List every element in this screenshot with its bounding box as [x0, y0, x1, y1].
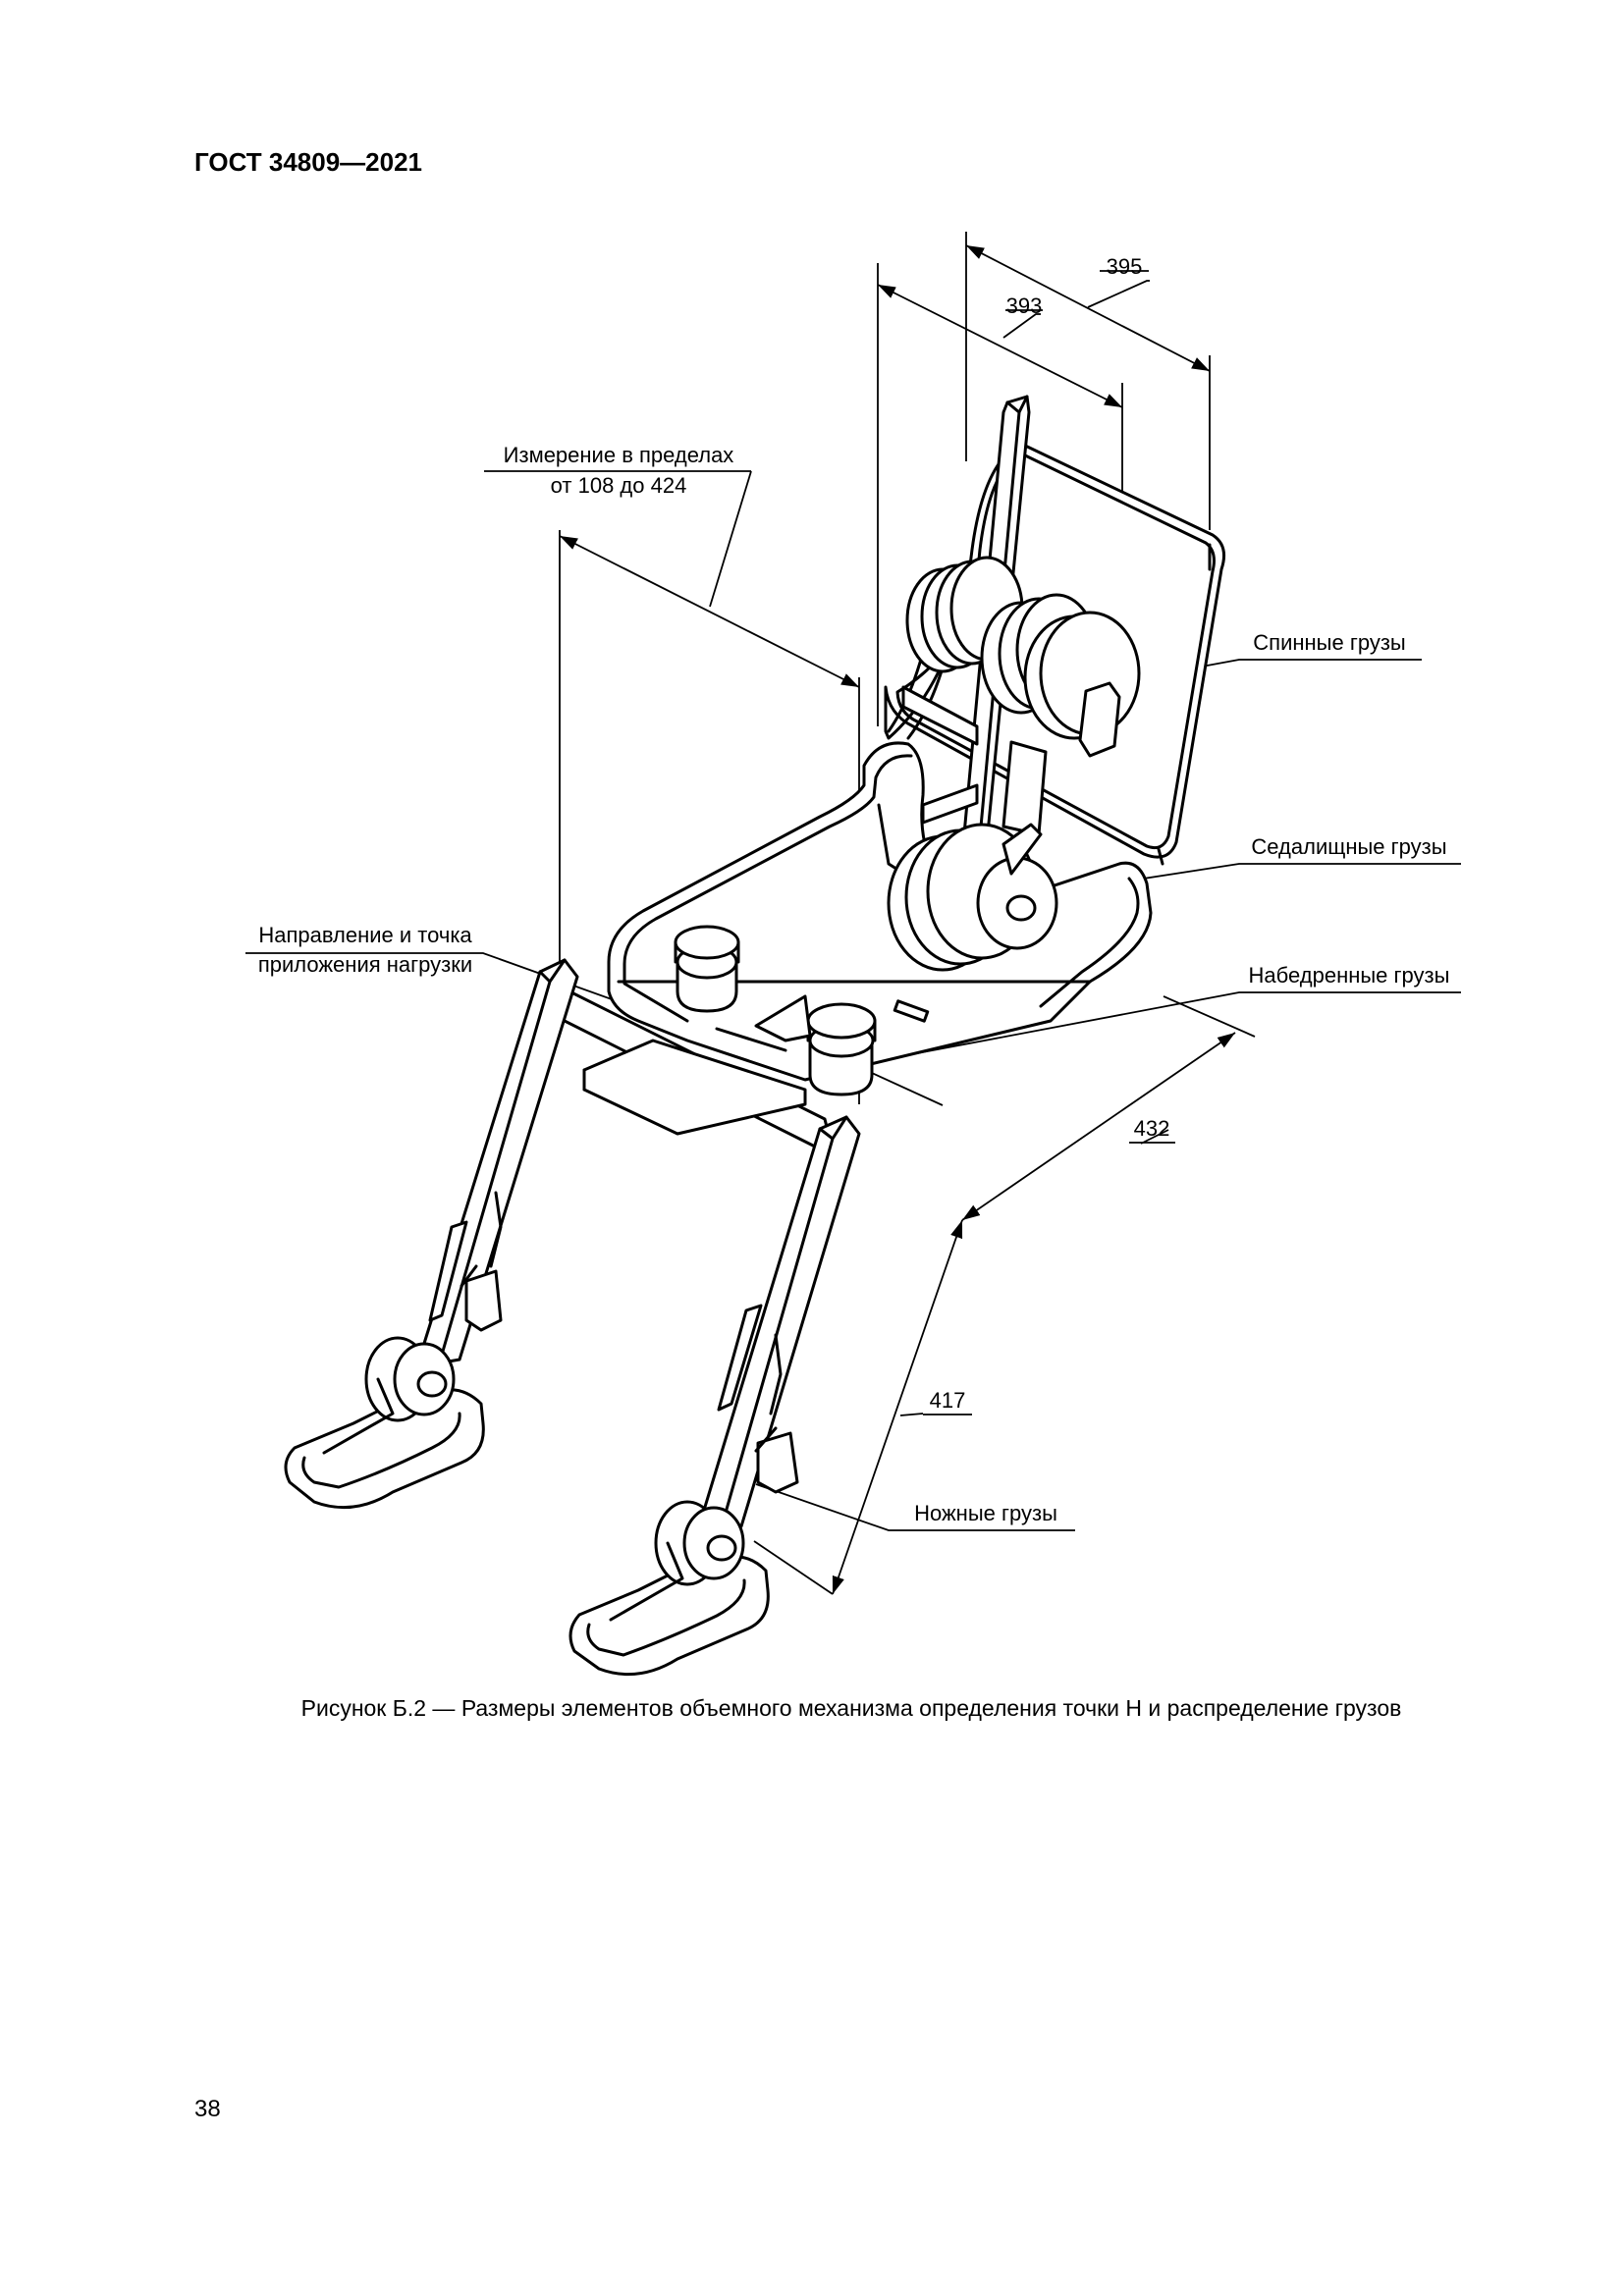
- document-header: ГОСТ 34809—2021: [194, 147, 422, 177]
- back-weights: [901, 556, 1141, 836]
- dim-395: 395: [1107, 254, 1143, 279]
- dim-393: 393: [1006, 294, 1043, 318]
- label-foot-weights: Ножные грузы: [914, 1501, 1057, 1525]
- label-seat-weights: Седалищные грузы: [1251, 834, 1446, 859]
- label-back-weights: Спинные грузы: [1253, 630, 1405, 655]
- h-point-machine-drawing: [284, 395, 1225, 1677]
- t-bar: [553, 989, 832, 1148]
- dim-432: 432: [1134, 1116, 1170, 1141]
- right-leg: [568, 1115, 861, 1677]
- leader-lines: [245, 270, 1461, 1531]
- left-leg: [284, 958, 579, 1510]
- label-load-direction-2: приложения нагрузки: [258, 952, 472, 977]
- dim-417: 417: [930, 1388, 966, 1413]
- seat-weights: [887, 823, 1058, 972]
- label-thigh-weights: Набедренные грузы: [1249, 963, 1450, 988]
- label-measure-range-2: от 108 до 424: [551, 473, 687, 498]
- label-load-direction-1: Направление и точка: [258, 923, 472, 947]
- label-measure-range-1: Измерение в пределах: [504, 443, 734, 467]
- dimension-lines: [559, 244, 1236, 1595]
- dimension-values: 395 393 432 417: [930, 254, 1170, 1413]
- callout-labels: Измерение в пределах от 108 до 424 Напра…: [258, 443, 1450, 1525]
- page-number: 38: [194, 2096, 221, 2122]
- figure-caption: Рисунок Б.2 — Размеры элементов объемног…: [300, 1695, 1402, 1721]
- thigh-weights: [674, 925, 930, 1096]
